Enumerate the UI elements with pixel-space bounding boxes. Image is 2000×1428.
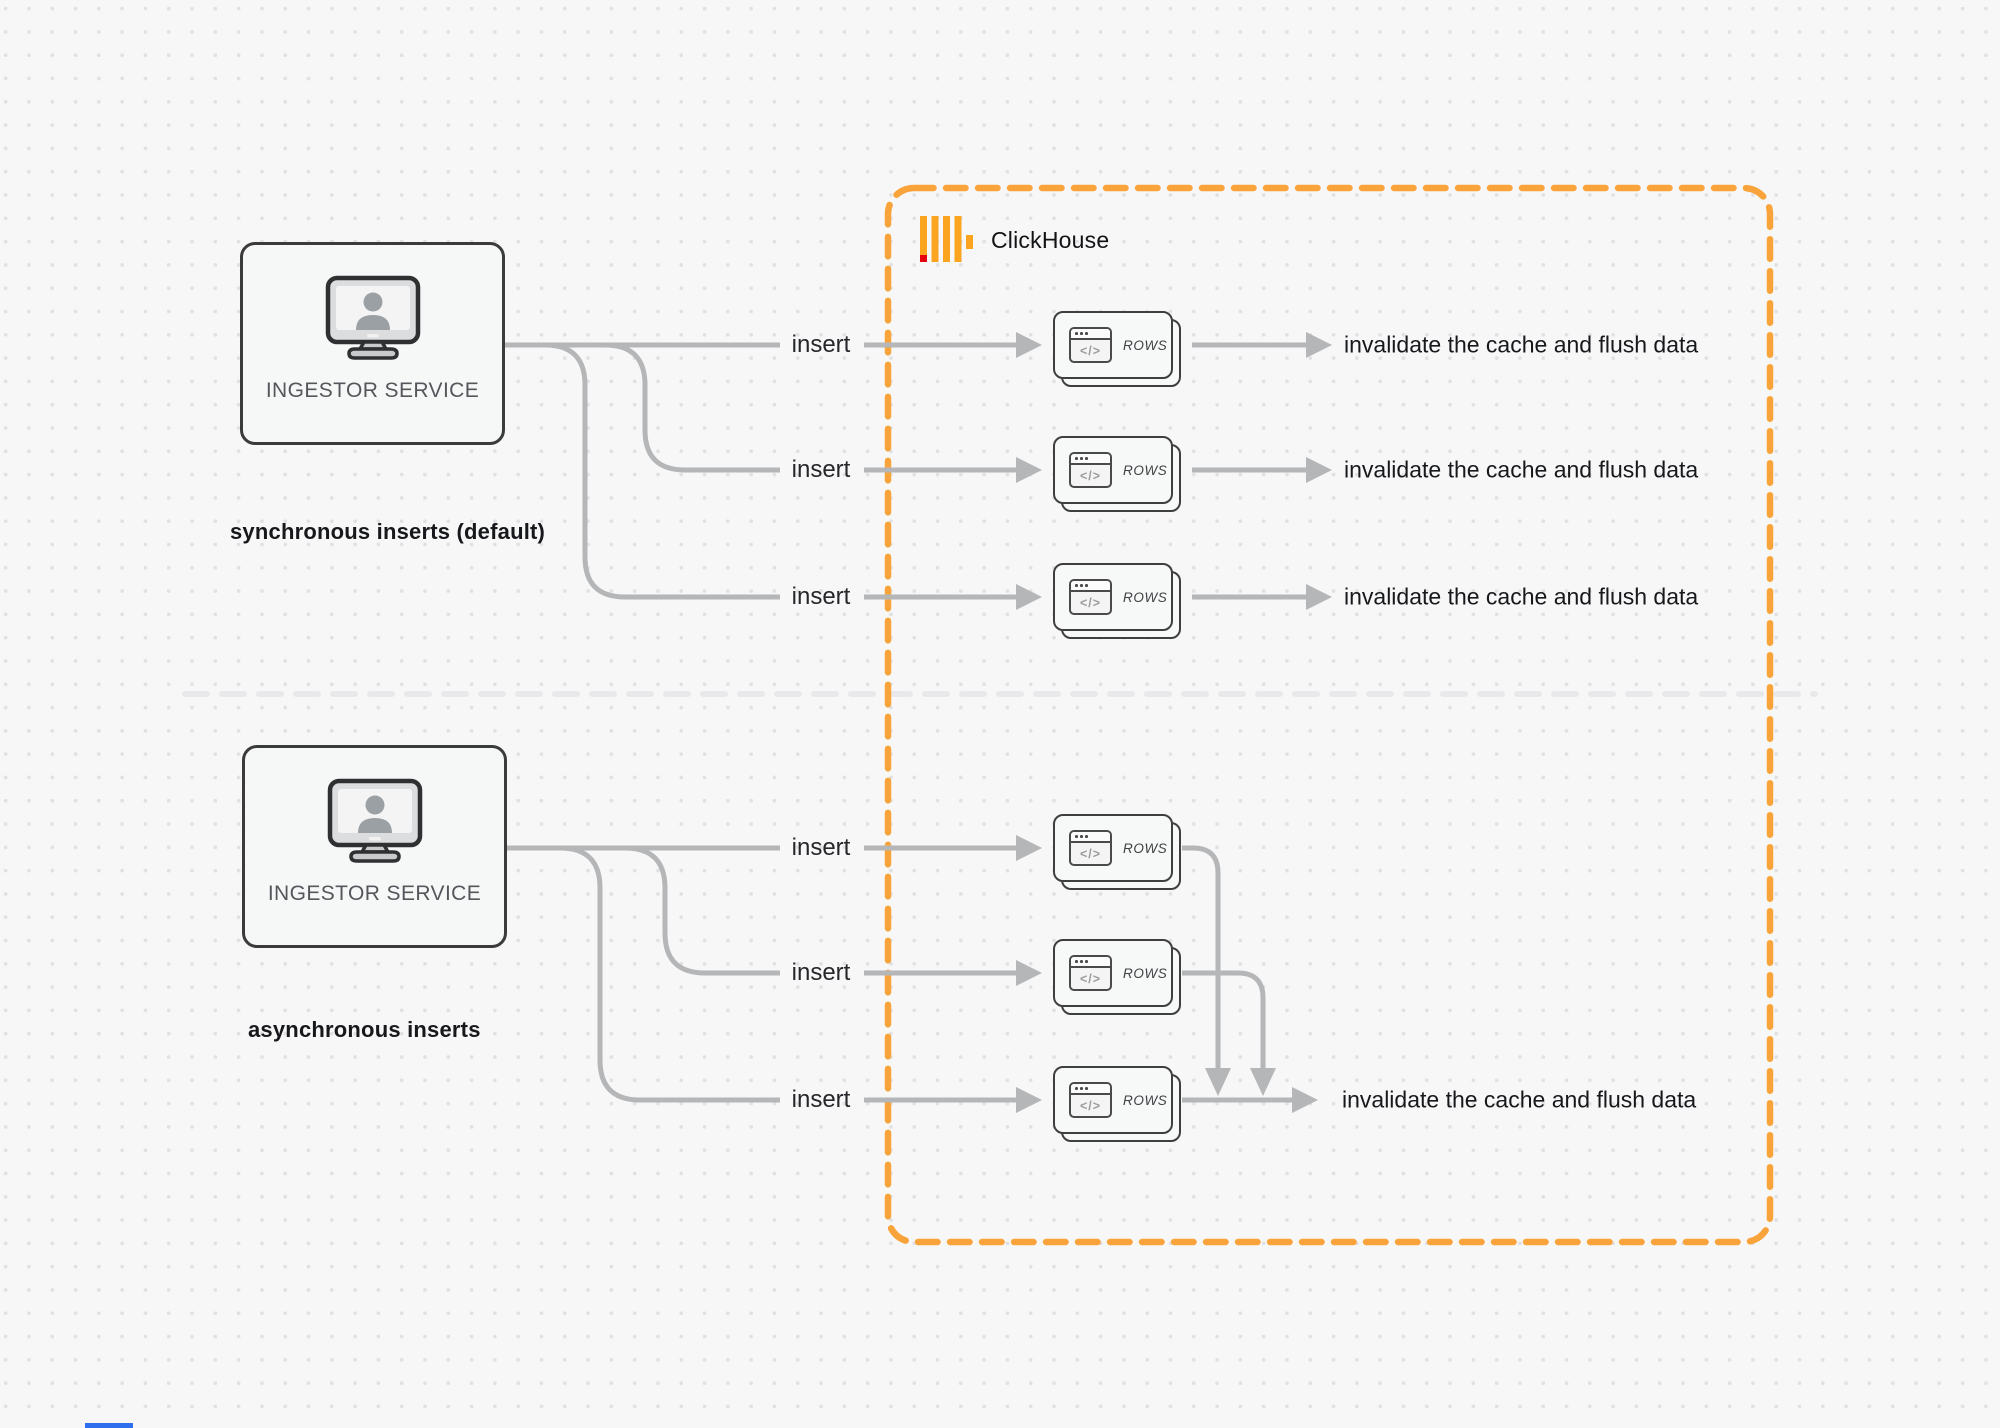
clickhouse-logo-red-dot [920,255,927,262]
rows-card: </> ROWS [1053,436,1181,512]
async-branch-connectors [507,845,780,1103]
clickhouse-brand-name: ClickHouse [991,226,1110,253]
code-glyph: </> [1079,468,1102,483]
rows-card-front: </> ROWS [1053,814,1173,882]
rows-card-front: </> ROWS [1053,939,1173,1007]
browser-titlebar-dots [1071,957,1110,968]
rows-label: ROWS [1123,589,1168,605]
rows-card-front: </> ROWS [1053,1066,1173,1134]
code-glyph: </> [1079,971,1102,986]
browser-code-icon: </> [1069,452,1112,488]
clickhouse-boundary-box [884,184,1774,1246]
sync-branch-connectors [505,342,780,600]
monitor-user-icon [327,778,422,863]
insert-label: insert [791,959,851,986]
result-label: invalidate the cache and flush data [1344,583,1699,610]
rows-card-front: </> ROWS [1053,436,1173,504]
insert-label: insert [791,834,851,861]
async-caption: asynchronous inserts [248,1017,481,1042]
service-label: INGESTOR SERVICE [265,379,480,402]
insert-label: insert [791,1086,851,1113]
code-glyph: </> [1079,1098,1102,1113]
browser-titlebar-dots [1071,454,1110,465]
sync-insert-arrows [864,342,1016,600]
result-label: invalidate the cache and flush data [1344,456,1699,483]
result-label: invalidate the cache and flush data [1342,1086,1697,1113]
sync-connector-row2 [505,342,780,473]
clickhouse-logo-icon [920,216,973,262]
sync-insert-arrowheads [1016,332,1042,610]
clickhouse-logo: ClickHouse [920,216,1109,264]
async-insert-arrowheads [1016,835,1042,1113]
rows-label: ROWS [1123,840,1168,856]
rows-card: </> ROWS [1053,814,1181,890]
browser-code-icon: </> [1069,579,1112,615]
browser-code-icon: </> [1069,1082,1112,1118]
rows-label: ROWS [1123,1092,1168,1108]
screen-edge-artifact [85,1423,133,1428]
service-label: INGESTOR SERVICE [267,882,482,905]
rows-card-front: </> ROWS [1053,563,1173,631]
browser-code-icon: </> [1069,830,1112,866]
ingestor-service-box-sync: INGESTOR SERVICE [240,242,505,445]
rows-card: </> ROWS [1053,1066,1181,1142]
browser-code-icon: </> [1069,327,1112,363]
code-glyph: </> [1079,595,1102,610]
sync-connector-row3 [505,342,780,600]
rows-label: ROWS [1123,965,1168,981]
async-connector-row3 [507,845,780,1103]
insert-label: insert [791,456,851,483]
browser-titlebar-dots [1071,832,1110,843]
insert-label: insert [791,331,851,358]
async-card2-down-connector [1182,970,1266,1068]
async-connector-row2 [507,845,780,976]
sync-caption: synchronous inserts (default) [230,519,546,544]
rows-card: </> ROWS [1053,563,1181,639]
rows-label: ROWS [1123,337,1168,353]
sync-result-arrows [1192,342,1306,600]
sync-result-arrowheads [1306,332,1332,610]
insert-label: insert [791,583,851,610]
async-insert-arrows [864,845,1016,1103]
browser-code-icon: </> [1069,955,1112,991]
rows-card-front: </> ROWS [1053,311,1173,379]
code-glyph: </> [1079,846,1102,861]
ingestor-service-box-async: INGESTOR SERVICE [242,745,507,948]
rows-label: ROWS [1123,462,1168,478]
code-glyph: </> [1079,343,1102,358]
result-label: invalidate the cache and flush data [1344,331,1699,358]
browser-titlebar-dots [1071,1084,1110,1095]
async-card1-down-connector [1182,845,1221,1068]
rows-card: </> ROWS [1053,939,1181,1015]
browser-titlebar-dots [1071,329,1110,340]
rows-card: </> ROWS [1053,311,1181,387]
monitor-user-icon [325,275,420,360]
async-converge-arrowheads [1205,1068,1318,1113]
browser-titlebar-dots [1071,581,1110,592]
async-converge-connectors [1182,845,1292,1103]
